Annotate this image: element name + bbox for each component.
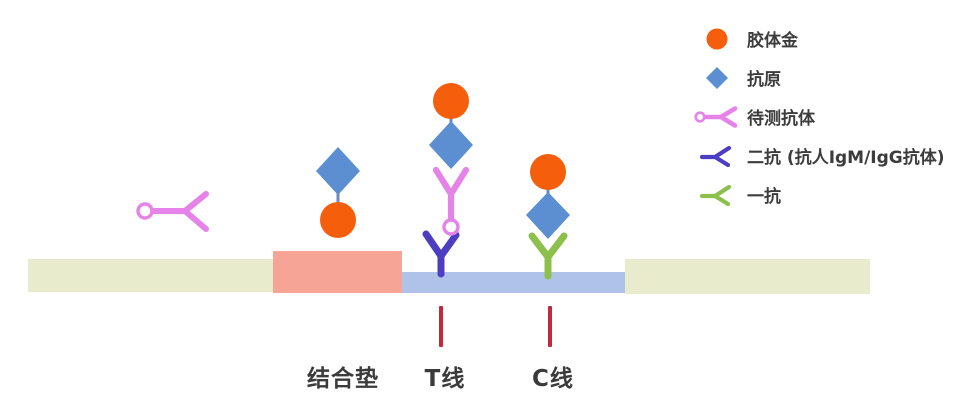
antigen-icon <box>316 147 360 195</box>
c-line-complex <box>526 154 570 280</box>
test-antibody-icon <box>692 104 742 130</box>
primary-antibody-icon <box>692 183 742 207</box>
legend-label: 二抗 (抗人IgM/IgG抗体) <box>747 148 945 168</box>
legend-label: 一抗 <box>747 187 781 207</box>
c-line-label: C线 <box>532 366 574 392</box>
antibody-fc-ring-icon <box>136 202 154 220</box>
legend-item-test-antibody: 待测抗体 <box>692 97 945 136</box>
primary-antibody-icon <box>528 232 568 280</box>
conjugate-pad <box>273 251 402 293</box>
membrane <box>402 272 625 293</box>
antigen-icon <box>526 192 570 239</box>
legend-item-primary-antibody: 一抗 <box>692 175 945 214</box>
colloidal-gold-icon <box>320 202 356 238</box>
gold-antigen-conjugate <box>316 147 360 238</box>
strip-backing-right <box>625 259 870 294</box>
antibody-fc-ring-icon <box>442 218 460 236</box>
test-antibody-icon <box>150 191 209 232</box>
secondary-antibody-icon <box>692 144 742 168</box>
secondary-antibody-icon <box>422 230 460 278</box>
c-line-mark <box>548 306 552 347</box>
free-test-antibody <box>136 191 209 232</box>
legend-label: 胶体金 <box>747 31 798 51</box>
t-line-complex <box>422 83 473 278</box>
legend-item-antigen: 抗原 <box>692 58 945 97</box>
antigen-icon <box>429 121 473 169</box>
legend-item-colloidal-gold: 胶体金 <box>692 19 945 58</box>
legend-label: 抗原 <box>747 70 781 90</box>
antigen-icon <box>692 66 742 90</box>
legend-label: 待测抗体 <box>747 109 815 129</box>
test-antibody-icon <box>432 166 470 222</box>
colloidal-gold-icon <box>433 83 469 119</box>
t-line-mark <box>439 306 443 347</box>
conjugate-pad-label: 结合垫 <box>307 366 379 392</box>
strip-backing-left <box>28 259 273 292</box>
colloidal-gold-icon <box>530 154 566 190</box>
legend: 胶体金 抗原 待测抗体 <box>692 19 945 214</box>
legend-item-secondary-antibody: 二抗 (抗人IgM/IgG抗体) <box>692 136 945 175</box>
colloidal-gold-icon <box>692 28 742 50</box>
t-line-label: T线 <box>424 366 466 392</box>
